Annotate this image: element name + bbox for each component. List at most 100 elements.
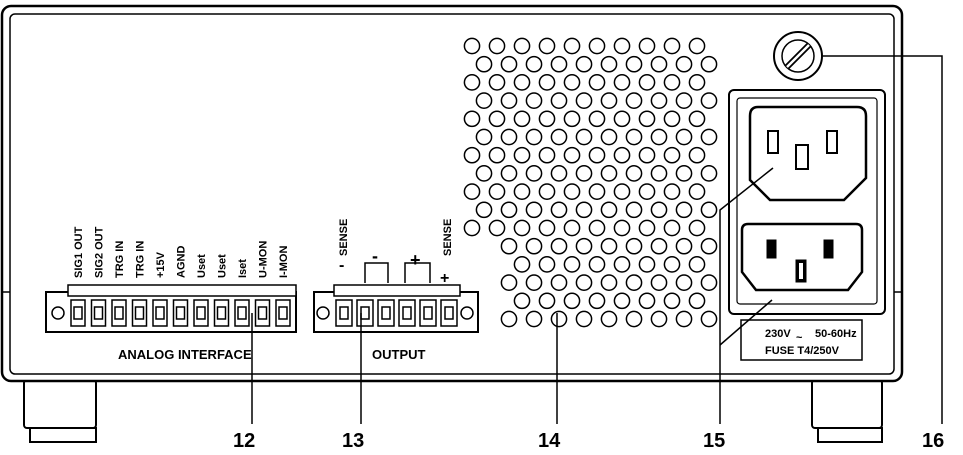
vent-hole bbox=[475, 92, 493, 109]
vent-hole bbox=[663, 74, 681, 91]
analog-pin-label: SIG1 OUT bbox=[73, 226, 85, 278]
vent-hole bbox=[600, 165, 618, 182]
vent-hole bbox=[688, 183, 706, 200]
vent-hole bbox=[675, 92, 693, 109]
analog-pin-label: Uset bbox=[196, 254, 208, 278]
vent-hole bbox=[675, 55, 693, 73]
leader-lines bbox=[251, 55, 943, 424]
callout-12: 12 bbox=[233, 430, 255, 452]
voltage-rating: 230V bbox=[765, 328, 791, 340]
vent-hole bbox=[563, 74, 581, 91]
vent-hole bbox=[688, 292, 706, 310]
vent-hole bbox=[625, 128, 643, 146]
sense-plus-sign: + bbox=[440, 270, 449, 287]
vent-hole bbox=[613, 146, 631, 164]
vent-hole bbox=[675, 128, 693, 146]
vent-hole bbox=[525, 310, 543, 328]
vent-hole bbox=[625, 237, 643, 255]
output-labels: SENSE SENSE - + - + bbox=[338, 219, 454, 287]
ventilation-grille bbox=[463, 37, 718, 328]
output-minus-bracket bbox=[364, 262, 389, 283]
vent-hole bbox=[688, 146, 706, 164]
vent-hole bbox=[500, 274, 518, 291]
analog-pin-label: SIG2 OUT bbox=[94, 226, 106, 278]
vent-hole bbox=[600, 310, 618, 328]
vent-hole bbox=[538, 292, 556, 310]
vent-hole bbox=[500, 55, 518, 73]
vent-hole bbox=[613, 37, 631, 55]
vent-hole bbox=[538, 110, 556, 128]
vent-hole bbox=[638, 256, 656, 273]
vent-hole bbox=[588, 146, 606, 164]
output-terminal-block bbox=[313, 284, 479, 333]
vent-hole bbox=[650, 165, 668, 182]
analog-terminal-screw bbox=[196, 306, 206, 320]
vent-hole bbox=[550, 274, 568, 291]
vent-hole bbox=[500, 128, 518, 146]
vent-hole bbox=[663, 219, 681, 237]
vent-hole bbox=[575, 165, 593, 182]
vent-hole bbox=[675, 165, 693, 182]
vent-hole bbox=[513, 110, 531, 128]
rating-plate: 230V ~ 50-60Hz FUSE T4/250V bbox=[740, 319, 863, 361]
vent-hole bbox=[550, 128, 568, 146]
vent-hole bbox=[700, 310, 718, 328]
vent-hole bbox=[663, 256, 681, 273]
vent-hole bbox=[538, 256, 556, 273]
sense-right-label: SENSE bbox=[442, 219, 454, 256]
vent-hole bbox=[650, 55, 668, 73]
vent-hole bbox=[700, 92, 718, 109]
vent-hole bbox=[613, 110, 631, 128]
output-terminal-screw bbox=[423, 306, 433, 320]
vent-hole bbox=[550, 92, 568, 109]
analog-terminal-screw bbox=[134, 306, 145, 320]
analog-terminal-screw bbox=[155, 306, 165, 320]
vent-hole bbox=[688, 219, 706, 237]
output-terminal-screw bbox=[360, 306, 370, 320]
vent-hole bbox=[488, 110, 506, 128]
vent-hole bbox=[700, 55, 718, 73]
vent-hole bbox=[563, 219, 581, 237]
vent-hole bbox=[463, 146, 481, 164]
left-foot bbox=[23, 379, 97, 443]
vent-hole bbox=[513, 292, 531, 310]
vent-hole bbox=[663, 146, 681, 164]
vent-hole bbox=[650, 274, 668, 291]
vent-hole bbox=[525, 55, 543, 73]
vent-hole bbox=[525, 274, 543, 291]
vent-hole bbox=[513, 256, 531, 273]
vent-hole bbox=[500, 237, 518, 255]
vent-hole bbox=[563, 146, 581, 164]
vent-hole bbox=[575, 201, 593, 219]
vent-hole bbox=[650, 92, 668, 109]
vent-hole bbox=[650, 128, 668, 146]
analog-interface-label: ANALOG INTERFACE bbox=[118, 347, 252, 362]
vent-hole bbox=[675, 201, 693, 219]
vent-hole bbox=[550, 310, 568, 328]
analog-terminal-screw bbox=[237, 306, 247, 320]
vent-hole bbox=[513, 183, 531, 200]
vent-hole bbox=[475, 165, 493, 182]
output-minus-sign: - bbox=[372, 246, 378, 266]
output-label: OUTPUT bbox=[372, 347, 426, 362]
vent-hole bbox=[463, 37, 481, 55]
vent-hole bbox=[700, 201, 718, 219]
vent-hole bbox=[463, 110, 481, 128]
output-terminal-screw bbox=[402, 306, 412, 320]
vent-hole bbox=[513, 219, 531, 237]
vent-hole bbox=[588, 219, 606, 237]
vent-hole bbox=[600, 201, 618, 219]
vent-hole bbox=[663, 37, 681, 55]
right-foot bbox=[811, 379, 883, 443]
vent-hole bbox=[500, 92, 518, 109]
vent-hole bbox=[488, 219, 506, 237]
vent-hole bbox=[475, 201, 493, 219]
vent-hole bbox=[638, 292, 656, 310]
vent-hole bbox=[688, 256, 706, 273]
vent-hole bbox=[650, 237, 668, 255]
vent-hole bbox=[538, 74, 556, 91]
vent-hole bbox=[588, 183, 606, 200]
vent-hole bbox=[488, 37, 506, 55]
